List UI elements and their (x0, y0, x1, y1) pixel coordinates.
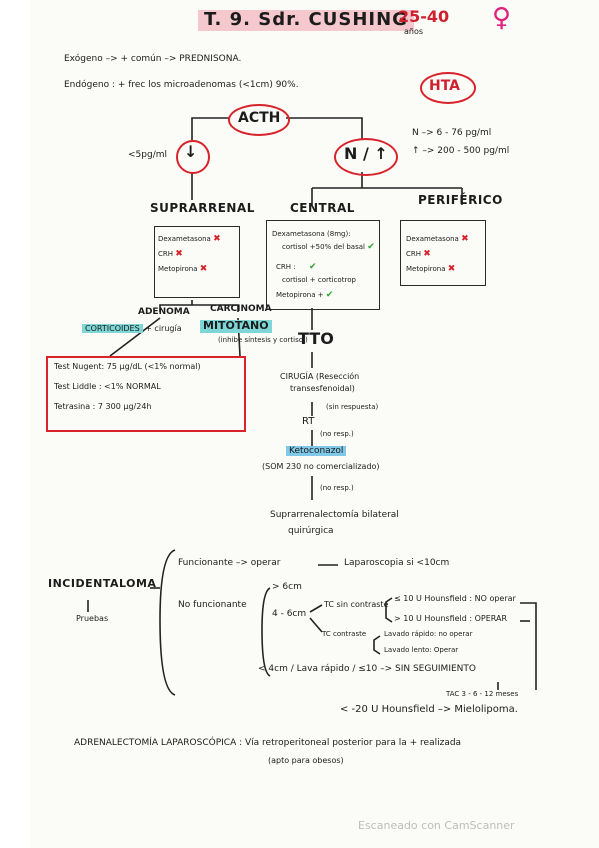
tto-step-1b: transesfenoidal) (290, 384, 355, 393)
periferico-test-1: Dexametasona ✖ (406, 234, 469, 244)
cross-icon: ✖ (423, 249, 431, 259)
central-line-4: cortisol + corticotrop (282, 276, 356, 284)
cross-icon: ✖ (213, 234, 221, 244)
mitotano-label: MITOTANO (200, 319, 272, 333)
suprarrenal-heading: SUPRARRENAL (150, 201, 255, 215)
age-range: 25-40 (398, 7, 450, 26)
lavado-lento: Lavado lento: Operar (384, 646, 459, 654)
adrenalectomia-note: ADRENALECTOMÍA LAPAROSCÓPICA : Vía retro… (74, 738, 462, 748)
tto-step-2-note: (no resp.) (320, 430, 354, 438)
exogeno-note: Exógeno –> + común –> PREDNISONA. (64, 54, 242, 64)
lab-line-2: Test Liddle : <1% NORMAL (54, 382, 161, 391)
suprarrenal-box (154, 226, 240, 298)
carcinoma-label: CARCINOMA (210, 304, 272, 314)
adrenalectomia-sub: (apto para obesos) (268, 756, 344, 765)
high-label: N / ↑ (344, 144, 388, 163)
down-arrow-icon: ↓ (184, 142, 198, 161)
tc-sin: TC sin contraste (324, 600, 389, 609)
cross-icon: ✖ (461, 234, 469, 244)
tto-heading: TTO (298, 329, 334, 348)
central-line-1: Dexametasona (8mg): (272, 230, 351, 238)
mielolipoma: < -20 U Hounsfield –> Mielolipoma. (340, 704, 518, 715)
high-range: ↑ –> 200 - 500 pg/ml (412, 146, 510, 156)
tto-step-1: CIRUGÍA (Resección (280, 372, 360, 381)
periferico-box (400, 220, 486, 286)
acth-circle (228, 104, 290, 136)
hta-circle (420, 72, 476, 104)
tto-step-5: Suprarrenalectomía bilateral (270, 510, 399, 520)
cross-icon: ✖ (175, 249, 183, 259)
tto-step-4: (SOM 230 no comercializado) (262, 462, 380, 471)
lab-line-1: Test Nugent: 75 µg/dL (<1% normal) (54, 362, 201, 371)
normal-range: N –> 6 - 76 pg/ml (412, 128, 492, 138)
acth-to-high-line (286, 117, 363, 140)
hu-le10: ≤ 10 U Hounsfield : NO operar (394, 594, 516, 603)
lab-tests-box (46, 356, 246, 432)
suprarrenal-test-3: Metopirona ✖ (158, 264, 208, 274)
lavado-rapido: Lavado rápido: no operar (384, 630, 473, 638)
central-line-2: cortisol +50% del basal ✔ (282, 242, 375, 252)
high-circle (334, 138, 398, 176)
size-lt4: < 4cm / Lava rápido / ≤10 –> SIN SEGUIMI… (258, 664, 476, 674)
adenoma-treatment: CORTICOIDES + cirugía (82, 324, 182, 333)
age-unit: años (404, 27, 424, 36)
suprarrenal-test-2: CRH ✖ (158, 249, 183, 259)
acth-to-low-line (191, 117, 230, 140)
tto-step-1-note: (sin respuesta) (326, 403, 379, 411)
central-box (266, 220, 380, 310)
cross-icon: ✖ (447, 264, 456, 274)
central-line-3: CRH : ✔ (276, 262, 317, 272)
periferico-test-3: Metopirona ✖ (406, 264, 456, 274)
hu-gt10: > 10 U Hounsfield : OPERAR (394, 614, 508, 623)
lab-line-3: Tetrasina : 7 300 µg/24h (54, 402, 152, 411)
periferico-test-2: CRH ✖ (406, 249, 431, 259)
suprarrenal-test-1: Dexametasona ✖ (158, 234, 221, 244)
carcinoma-note: (inhibe síntesis y cortisol) (218, 336, 308, 344)
incidentaloma-sub: Pruebas (76, 614, 109, 623)
acth-label: ACTH (238, 110, 281, 126)
low-arrow-circle (176, 140, 210, 174)
camscanner-watermark: Escaneado con CamScanner (358, 819, 515, 832)
laparoscopia: Laparoscopia si <10cm (344, 558, 450, 568)
check-icon: ✔ (325, 290, 334, 300)
tc-con: TC contraste (322, 630, 367, 638)
tto-step-3: Ketoconazol (286, 446, 347, 457)
tto-step-2: RT (302, 416, 315, 427)
adenoma-label: ADENOMA (138, 307, 190, 317)
tac-control: TAC 3 - 6 - 12 meses (446, 690, 519, 698)
no-funcionante: No funcionante (178, 600, 247, 610)
cross-icon: ✖ (199, 264, 208, 274)
incidentaloma-heading: INCIDENTALOMA (48, 577, 157, 590)
tto-step-5b: quirúrgica (288, 526, 334, 536)
hta-label: HTA (429, 78, 461, 94)
female-symbol-icon: ♀ (492, 3, 512, 33)
page-title: T. 9. Sdr. CUSHING (198, 9, 414, 31)
notebook-page (30, 0, 599, 848)
size-4-6: 4 - 6cm (272, 609, 307, 619)
periferico-heading: PERIFÉRICO (418, 193, 503, 207)
check-icon: ✔ (308, 262, 317, 272)
size-gt6: > 6cm (272, 582, 302, 592)
central-heading: CENTRAL (290, 201, 355, 215)
central-line-5: Metopirona + ✔ (276, 290, 334, 300)
check-icon: ✔ (367, 242, 375, 252)
funcionante: Funcionante –> operar (178, 558, 281, 568)
acth-low-value: <5pg/ml (128, 150, 167, 160)
endogeno-note: Endógeno : + frec los microadenomas (<1c… (64, 80, 299, 90)
tto-step-4-note: (no resp.) (320, 484, 354, 492)
